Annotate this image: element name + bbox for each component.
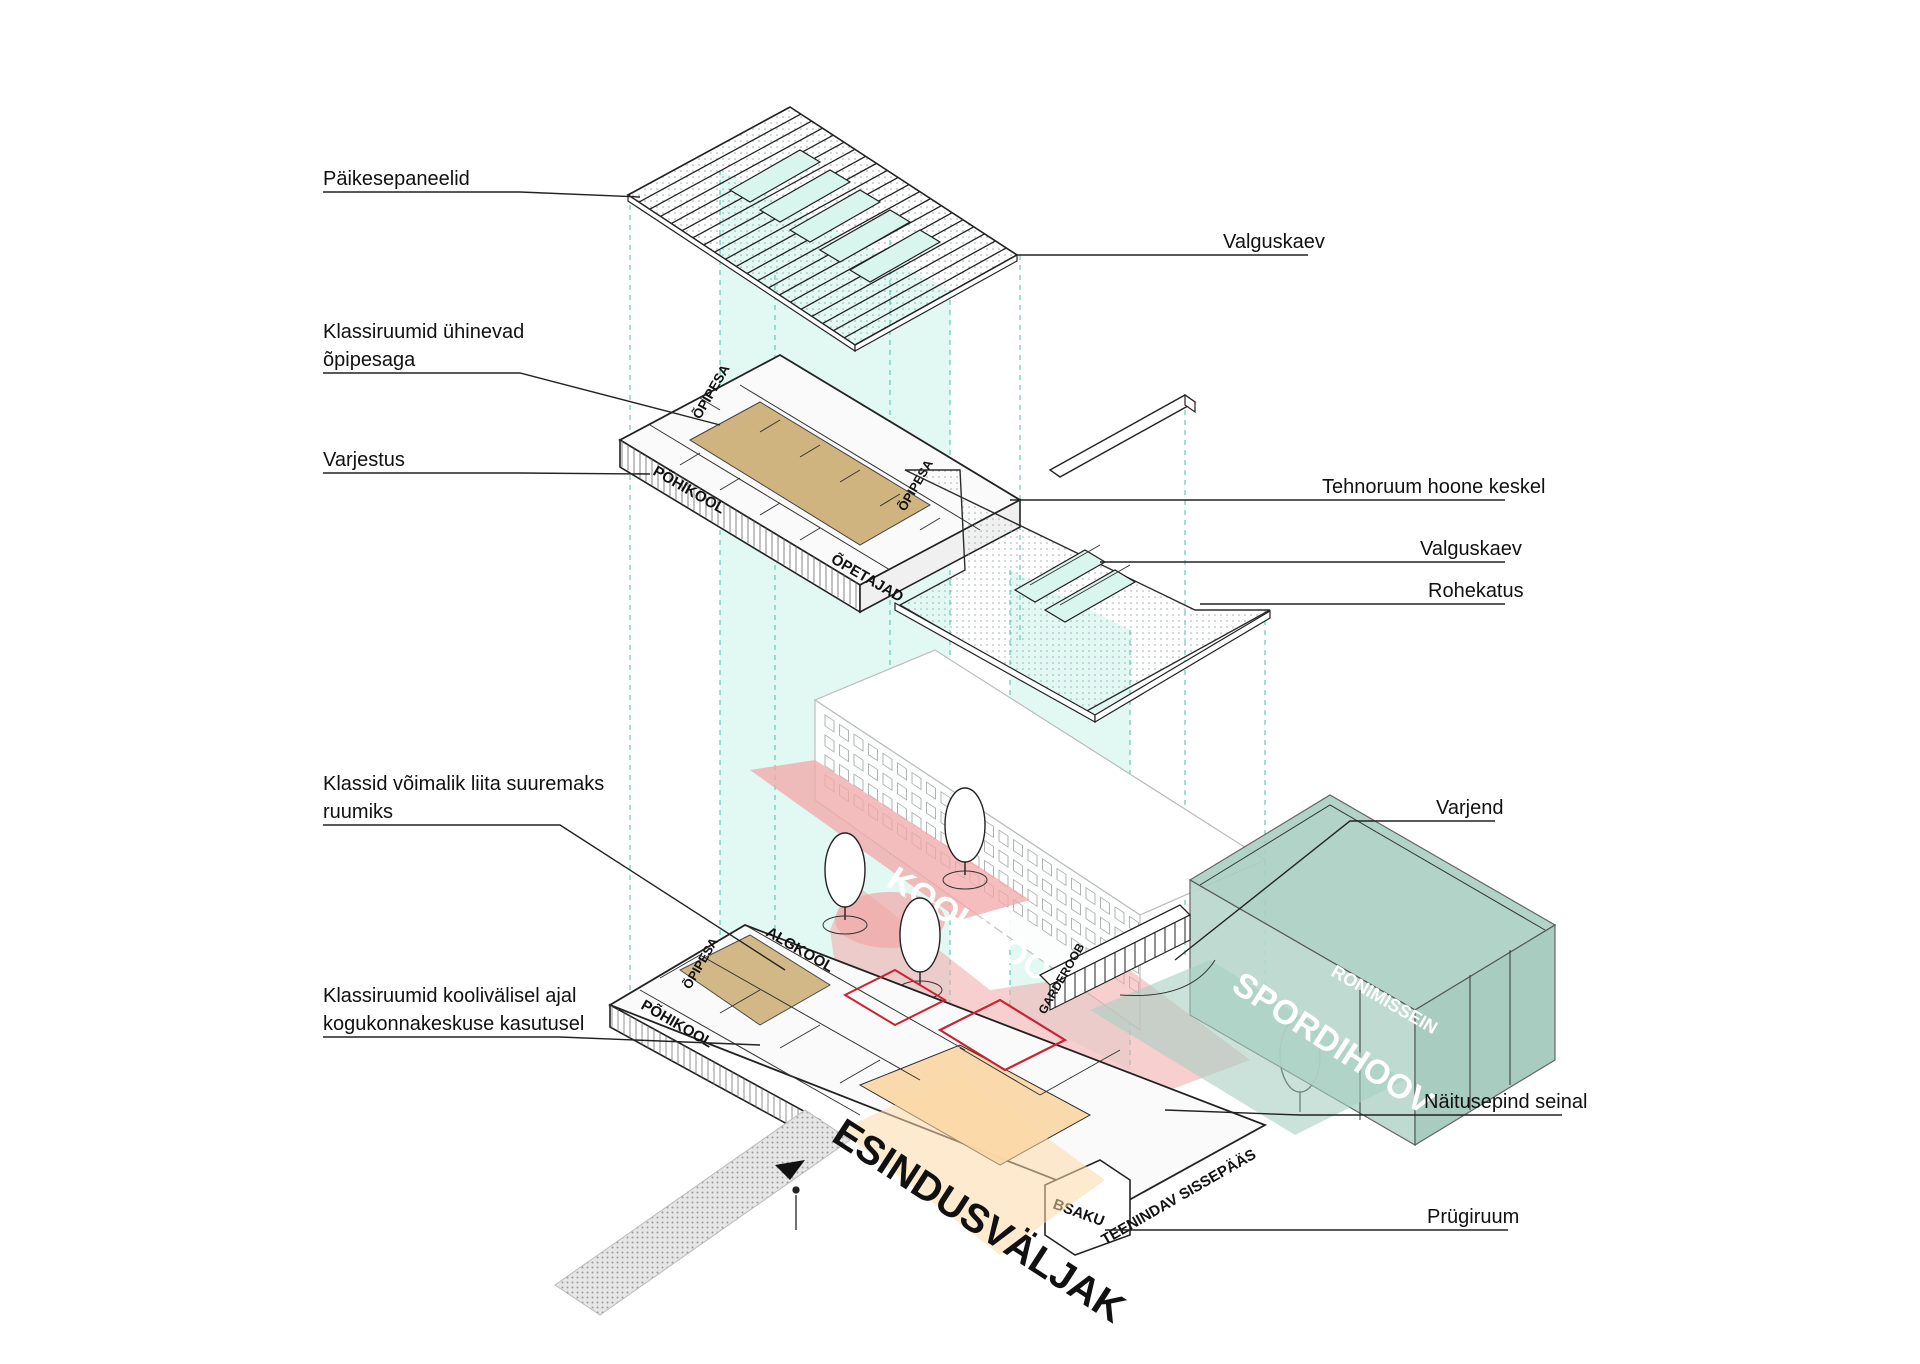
label-klassiruumid-line1: Klassiruumid ühinevad — [323, 321, 524, 343]
green-roof — [894, 393, 1271, 724]
label-paikesepaneelid: Päikesepaneelid — [323, 168, 470, 190]
label-klassiruumid-line2: õpipesaga — [323, 349, 416, 371]
label-klassid-line1: Klassid võimalik liita suuremaks — [323, 773, 604, 795]
label-rohekatus: Rohekatus — [1428, 580, 1524, 602]
label-varjestus: Varjestus — [323, 449, 405, 471]
callouts: Päikesepaneelid Valguskaev Klassiruumid … — [323, 168, 1587, 1231]
solar-panel-roof — [626, 106, 1019, 353]
entrance-arrow — [775, 1160, 805, 1180]
label-varjend: Varjend — [1436, 797, 1503, 819]
label-kooli-line2: kogukonnakeskuse kasutusel — [323, 1013, 584, 1035]
label-tehnoruum: Tehnoruum hoone keskel — [1322, 476, 1545, 498]
label-valguskaev-top: Valguskaev — [1223, 231, 1325, 253]
shelter-canopy — [1038, 904, 1216, 1011]
label-klassid-line2: ruumiks — [323, 801, 393, 823]
label-naitusepind: Näitusepind seinal — [1424, 1091, 1587, 1113]
person-figure — [792, 1186, 800, 1230]
label-kooli-line1: Klassiruumid koolivälisel ajal — [323, 985, 576, 1007]
label-prugiruum: Prügiruum — [1427, 1206, 1519, 1228]
label-valguskaev-mid: Valguskaev — [1420, 538, 1522, 560]
upper-floor-plan: PÕHIKOOL ÕPIPESA ÕPETAJAD ÕPIPESA — [618, 353, 1022, 614]
